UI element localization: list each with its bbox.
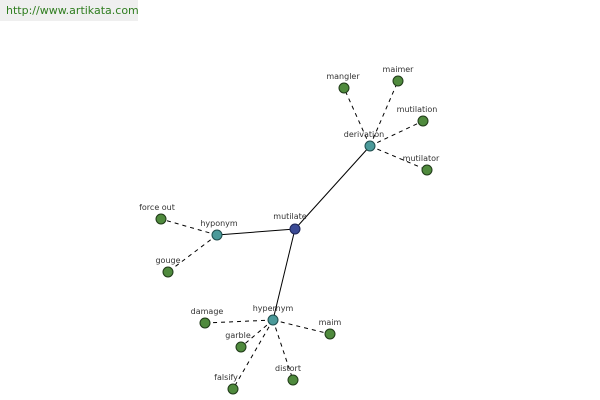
edge-derivation-mutilator — [369, 145, 428, 171]
nodes-layer — [155, 75, 433, 395]
edges-layer — [160, 80, 428, 390]
edge-hyponym-force-out — [160, 218, 218, 236]
node-label-mutilator: mutilator — [403, 154, 440, 163]
node-label-mutilate: mutilate — [273, 212, 306, 221]
node-label-derivation: derivation — [344, 130, 384, 139]
edge-hyponym-gouge — [167, 234, 218, 273]
node-mangler[interactable] — [338, 82, 350, 94]
node-damage[interactable] — [199, 317, 211, 329]
node-label-maimer: maimer — [383, 65, 415, 74]
node-force-out[interactable] — [155, 213, 167, 225]
edge-hypernym-falsify — [232, 319, 274, 390]
node-falsify[interactable] — [227, 383, 239, 395]
edge-derivation-mutilation — [369, 120, 424, 147]
labels-layer: mutilate derivation hyponym hypernym mangler… — [139, 65, 440, 382]
node-label-mangler: mangler — [326, 72, 360, 81]
node-mutilation[interactable] — [417, 115, 429, 127]
node-gouge[interactable] — [162, 266, 174, 278]
node-maim[interactable] — [324, 328, 336, 340]
edge-mutilate-hypernym — [272, 228, 296, 321]
node-label-hypernym: hypernym — [253, 304, 294, 313]
edge-hypernym-maim — [272, 319, 331, 335]
node-label-damage: damage — [191, 307, 224, 316]
node-garble[interactable] — [235, 341, 247, 353]
site-url-link[interactable]: http://www.artikata.com — [6, 4, 139, 17]
edge-mutilate-derivation — [294, 145, 371, 230]
node-derivation[interactable] — [364, 140, 376, 152]
node-label-garble: garble — [225, 331, 251, 340]
node-label-distort: distort — [275, 364, 301, 373]
node-mutilate[interactable] — [289, 223, 301, 235]
node-label-hyponym: hyponym — [200, 219, 238, 228]
node-mutilator[interactable] — [421, 164, 433, 176]
node-label-gouge: gouge — [155, 256, 180, 265]
edge-hypernym-distort — [272, 319, 294, 381]
edge-derivation-maimer — [369, 80, 399, 147]
url-banner: http://www.artikata.com — [0, 0, 139, 21]
edge-derivation-mangler — [343, 87, 371, 147]
edge-hypernym-damage — [204, 319, 274, 324]
node-hyponym[interactable] — [211, 229, 223, 241]
node-label-mutilation: mutilation — [397, 105, 438, 114]
edge-mutilate-hyponym — [216, 228, 296, 236]
node-hypernym[interactable] — [267, 314, 279, 326]
node-label-force-out: force out — [139, 203, 175, 212]
node-maimer[interactable] — [392, 75, 404, 87]
node-label-falsify: falsify — [214, 373, 238, 382]
node-label-maim: maim — [319, 318, 342, 327]
node-distort[interactable] — [287, 374, 299, 386]
edge-hypernym-garble — [240, 319, 274, 348]
